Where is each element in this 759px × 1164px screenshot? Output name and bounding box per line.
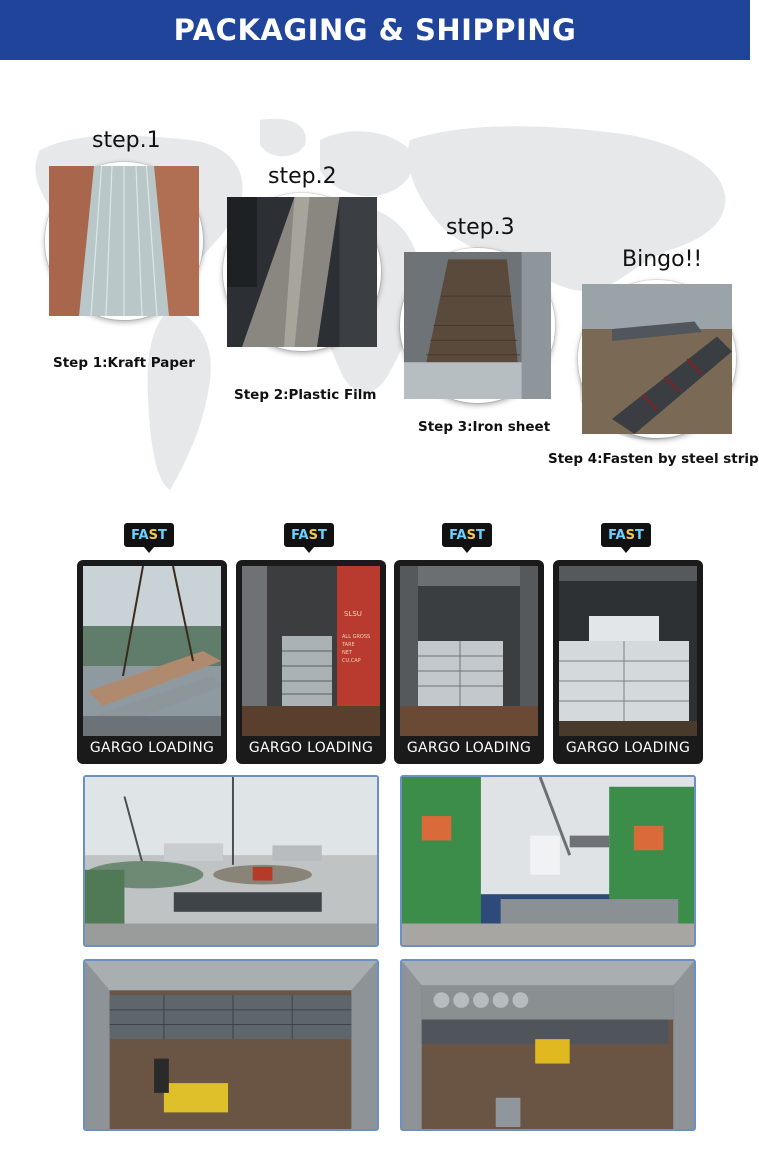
loading-photo [559,566,697,736]
loading-card: SLSU ALL GROSS TARE NET CU.CAP GARGO LOA… [236,560,386,764]
step-1-label: step.1 [92,128,161,153]
container-marking: NET [342,650,353,656]
ship-hold-photo [83,959,379,1131]
port-yard-photo [83,775,379,947]
ship-hold-forklift-photo [400,959,696,1131]
step-3-label: step.3 [446,215,515,240]
step-2-caption: Step 2:Plastic Film [234,387,377,403]
step-2-photo [223,193,381,351]
loading-caption: GARGO LOADING [248,740,374,756]
loading-card: GARGO LOADING [77,560,227,764]
step-3-caption: Step 3:Iron sheet [418,419,551,435]
loading-photo [83,565,221,736]
step-4-label: Bingo!! [622,247,703,272]
loading-photo [400,566,538,736]
loading-card: GARGO LOADING [553,560,703,764]
loading-caption: GARGO LOADING [89,740,215,756]
loading-photo: SLSU ALL GROSS TARE NET CU.CAP [242,566,380,736]
container-marking: SLSU [344,610,362,618]
step-2-label: step.2 [268,164,337,189]
loading-caption: GARGO LOADING [406,740,532,756]
container-marking: TARE [341,642,355,648]
container-marking: CU.CAP [342,658,361,664]
step-3-photo [400,248,555,403]
header-banner: PACKAGING & SHIPPING [0,0,750,60]
loading-card: GARGO LOADING [394,560,544,764]
step-4-photo [578,280,736,438]
step-4-caption: Step 4:Fasten by steel strip [548,451,759,467]
port-crane-photo [400,775,696,947]
loading-caption: GARGO LOADING [565,740,691,756]
container-marking: ALL GROSS [342,634,370,640]
step-1-caption: Step 1:Kraft Paper [53,355,195,371]
page-title: PACKAGING & SHIPPING [173,13,577,47]
step-1-photo [45,162,203,320]
